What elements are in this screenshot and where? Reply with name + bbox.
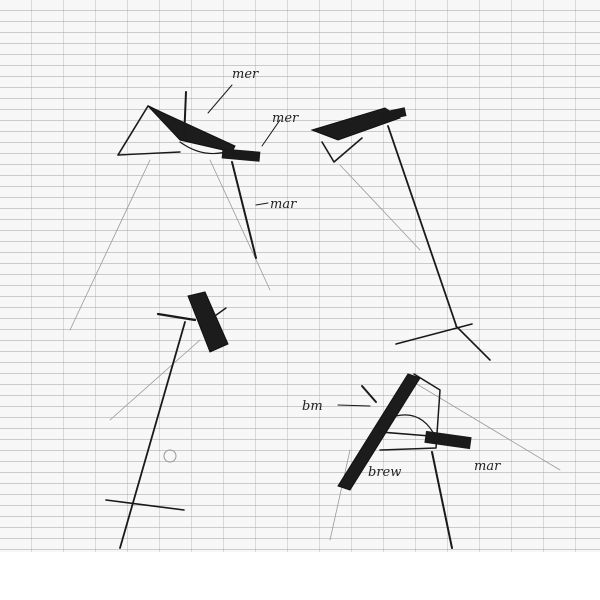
annotation-bottom-right-3: mar [474,459,501,474]
construction-lines [69,159,561,541]
lamp-sketch-top-right [310,107,491,361]
annotation-bottom-right-1: bm [302,399,323,414]
graph-paper-sheet [0,0,600,552]
annotation-top-left-3: mar [270,197,297,212]
annotation-top-left-1: mer [232,67,259,82]
lamp-sketch-top-left [117,84,281,259]
lamp-sketch-bottom-left [105,291,229,549]
annotation-bottom-right-2: brew [368,465,401,480]
annotation-top-left-2: mer [272,111,299,126]
lamp-sketch-bottom-right [337,373,472,549]
